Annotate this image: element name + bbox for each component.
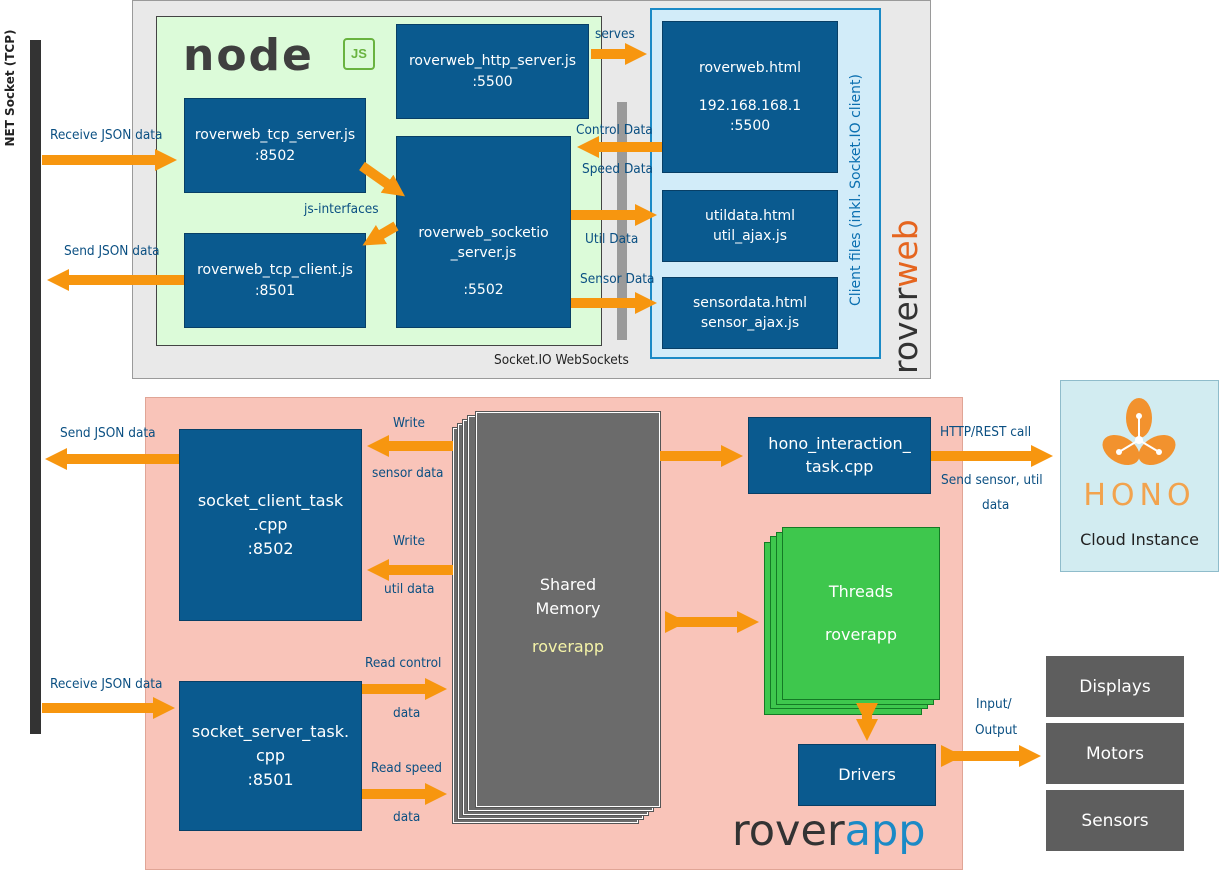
- device-sensors: Sensors: [1046, 790, 1184, 851]
- hono-logo-icon: [1102, 398, 1176, 466]
- roverweb-http-server: roverweb_http_server.js :5500: [396, 24, 589, 119]
- socket-client-task: socket_client_task .cpp :8502: [179, 429, 362, 621]
- shared-memory: Shared Memory roverapp: [475, 411, 661, 808]
- hono-caption: Cloud Instance: [1080, 530, 1199, 549]
- html-page-ip: 192.168.168.1: [698, 97, 802, 114]
- label-sensor-data-write: sensor data: [372, 465, 444, 481]
- websocket-bar: [617, 102, 627, 340]
- util-page-script: util_ajax.js: [712, 228, 788, 244]
- server-task-name: socket_server_task.: [191, 722, 350, 741]
- socketio-server-port: :5502: [463, 281, 504, 298]
- net-socket-label: NET Socket (TCP): [3, 29, 17, 147]
- roverweb-logo-accent: web: [886, 219, 925, 288]
- label-read-speed: Read speed: [371, 760, 443, 776]
- label-http-rest: HTTP/REST call: [940, 424, 1032, 440]
- roverweb-logo: roverweb: [886, 174, 925, 374]
- tcp-server-name: roverweb_tcp_server.js: [194, 127, 356, 144]
- roverweb-tcp-client: roverweb_tcp_client.js :8501: [184, 233, 366, 328]
- hono-task-name: hono_interaction_: [768, 434, 911, 454]
- server-task-ext: cpp: [255, 746, 286, 765]
- label-control-data: Control Data: [576, 122, 653, 138]
- node-js-badge-icon: JS: [343, 38, 375, 70]
- client-task-port: :8502: [247, 539, 294, 558]
- label-websockets: Socket.IO WebSockets: [494, 352, 629, 368]
- roverweb-html-page: roverweb.html 192.168.168.1 :5500: [662, 21, 838, 173]
- label-receive-json-bottom: Receive JSON data: [50, 676, 163, 692]
- sensor-page-name: sensordata.html: [692, 294, 808, 311]
- shared-memory-owner: roverapp: [531, 637, 605, 656]
- roverweb-socketio-server: roverweb_socketio _server.js :5502: [396, 136, 571, 328]
- label-serves: serves: [595, 26, 635, 42]
- device-motors: Motors: [1046, 723, 1184, 784]
- label-output: Output: [975, 722, 1018, 738]
- shared-memory-title2: Memory: [535, 599, 601, 618]
- html-page-name: roverweb.html: [699, 59, 801, 76]
- hono-logo-text: HONO: [1083, 478, 1196, 513]
- socket-server-task: socket_server_task. cpp :8501: [179, 681, 362, 831]
- label-receive-json-top: Receive JSON data: [50, 127, 163, 143]
- label-write-util: Write: [393, 533, 426, 549]
- label-send-json-top: Send JSON data: [64, 243, 160, 259]
- roverapp-logo: roverapp: [732, 806, 926, 856]
- roverapp-logo-accent: app: [844, 806, 926, 856]
- device-sensors-label: Sensors: [1081, 810, 1149, 831]
- label-send-json-bottom: Send JSON data: [60, 425, 156, 441]
- roverapp-logo-dark: rover: [732, 806, 845, 856]
- label-write-sensor: Write: [393, 415, 426, 431]
- roverweb-util-page: utildata.html util_ajax.js: [662, 190, 838, 262]
- device-motors-label: Motors: [1086, 743, 1144, 764]
- label-send-sensor: Send sensor, util: [941, 472, 1043, 488]
- client-task-ext: .cpp: [253, 515, 288, 534]
- label-util-data: Util Data: [585, 231, 639, 247]
- label-send-sensor-data: data: [982, 497, 1010, 513]
- http-server-port: :5500: [472, 73, 513, 90]
- threads-owner: roverapp: [824, 625, 898, 644]
- roverweb-sensor-page: sensordata.html sensor_ajax.js: [662, 277, 838, 349]
- node-logo-text: node: [183, 30, 314, 81]
- drivers-label: Drivers: [838, 765, 896, 785]
- label-speed-data: Speed Data: [582, 161, 653, 177]
- hono-interaction-task: hono_interaction_ task.cpp: [748, 417, 931, 494]
- tcp-client-name: roverweb_tcp_client.js: [197, 262, 353, 279]
- client-files-label: Client files (inkl. Socket.IO client): [848, 74, 864, 306]
- label-js-interfaces: js-interfaces: [304, 201, 379, 217]
- label-read-speed-data: data: [393, 809, 421, 825]
- util-page-name: utildata.html: [704, 207, 795, 224]
- threads: Threads roverapp: [782, 527, 940, 700]
- device-displays: Displays: [1046, 656, 1184, 717]
- device-displays-label: Displays: [1079, 676, 1151, 697]
- label-sensor-data: Sensor Data: [580, 271, 655, 287]
- threads-title: Threads: [828, 582, 894, 601]
- sensor-page-script: sensor_ajax.js: [700, 315, 800, 331]
- label-read-control-data: data: [393, 705, 421, 721]
- http-server-name: roverweb_http_server.js: [408, 53, 577, 70]
- net-socket-bar: [30, 40, 41, 734]
- html-page-port: :5500: [729, 118, 771, 135]
- hono-task-ext: task.cpp: [805, 456, 874, 476]
- roverweb-tcp-server: roverweb_tcp_server.js :8502: [184, 98, 366, 193]
- roverweb-logo-dark: rover: [886, 287, 925, 374]
- node-logo: node JS: [183, 30, 383, 90]
- label-read-control: Read control: [365, 655, 442, 671]
- client-task-name: socket_client_task: [197, 491, 344, 510]
- server-task-port: :8501: [247, 770, 294, 789]
- label-input: Input/: [976, 696, 1012, 712]
- socketio-server-name2: _server.js: [450, 245, 517, 262]
- socketio-server-name: roverweb_socketio: [418, 225, 549, 241]
- drivers: Drivers: [798, 744, 936, 806]
- tcp-server-port: :8502: [254, 147, 296, 164]
- label-util-data-write: util data: [384, 581, 435, 597]
- tcp-client-port: :8501: [254, 282, 296, 299]
- shared-memory-title1: Shared: [539, 575, 597, 594]
